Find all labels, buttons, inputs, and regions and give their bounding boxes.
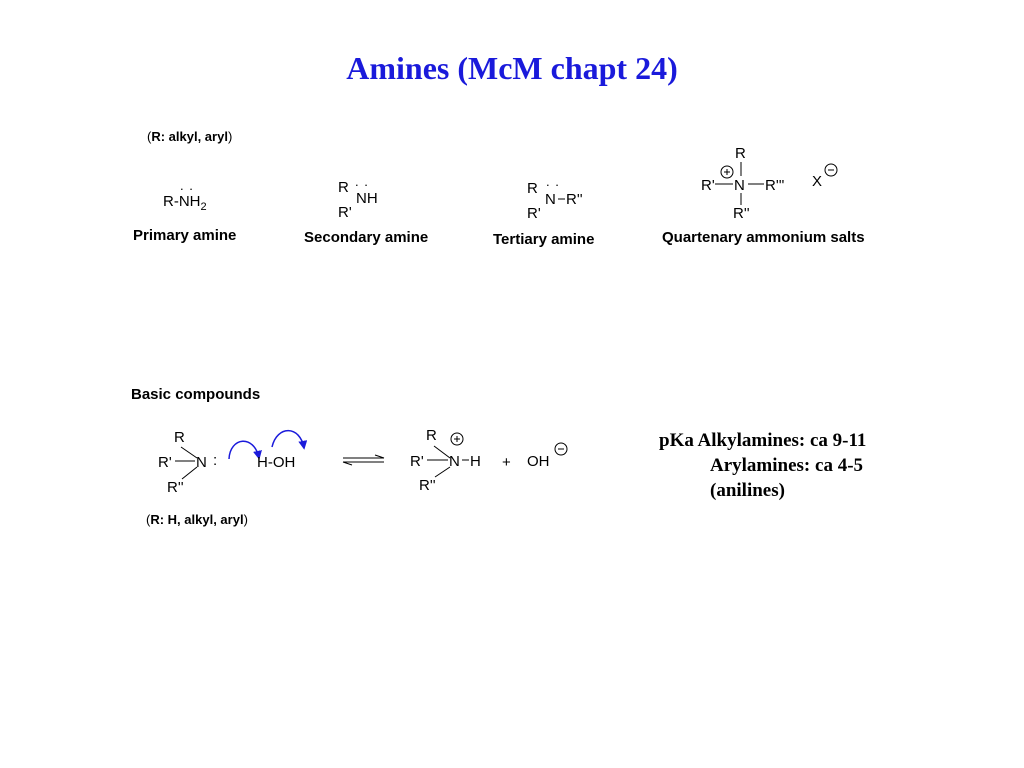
product-h: H bbox=[470, 453, 481, 470]
quaternary-top: R bbox=[735, 145, 746, 162]
note-open-paren: ( bbox=[147, 129, 152, 144]
secondary-r2: R' bbox=[338, 204, 352, 221]
negative-charge-icon bbox=[824, 163, 838, 177]
forward-arrow-head bbox=[374, 454, 385, 459]
bond-line bbox=[433, 445, 451, 459]
pka-line-arylamines: Arylamines: ca 4-5 bbox=[710, 455, 864, 476]
product-center: N bbox=[449, 453, 460, 470]
note-close-paren: ) bbox=[243, 512, 248, 527]
curved-arrow-icon bbox=[228, 440, 262, 460]
reactant-center: N bbox=[196, 454, 207, 471]
note-open-paren: ( bbox=[146, 512, 151, 527]
water-molecule: H-OH bbox=[257, 454, 295, 471]
tertiary-center: N bbox=[545, 191, 556, 208]
page-title: Amines (McM chapt 24) bbox=[346, 50, 678, 86]
primary-amine-formula: R-NH2 bbox=[163, 193, 207, 213]
secondary-amine-label: Secondary amine bbox=[304, 229, 429, 246]
pka-line-alkylamines: pKa Alkylamines: ca 9-11 bbox=[659, 430, 867, 451]
curved-arrow-icon bbox=[271, 430, 308, 450]
product-bottom: R'' bbox=[419, 477, 436, 494]
primary-amine-label: Primary amine bbox=[133, 227, 237, 244]
pka-block: pKa Alkylamines: ca 9-11 Arylamines: ca … bbox=[659, 428, 866, 503]
negative-charge-icon bbox=[554, 442, 568, 456]
note-text: R: alkyl, aryl bbox=[151, 129, 228, 144]
lone-pair-dots: . . bbox=[180, 178, 194, 193]
tertiary-r1: R bbox=[527, 180, 538, 197]
reactant-top: R bbox=[174, 429, 185, 446]
tertiary-r3: R'' bbox=[566, 191, 583, 208]
tertiary-amine-label: Tertiary amine bbox=[493, 231, 595, 248]
bond-line bbox=[181, 466, 198, 480]
quaternary-right: R''' bbox=[765, 177, 785, 194]
equilibrium-arrow-icon bbox=[342, 454, 385, 466]
tertiary-r2: R' bbox=[527, 205, 541, 222]
hydroxide: OH bbox=[527, 453, 550, 470]
counterion: X bbox=[812, 173, 822, 190]
reactant-left: R' bbox=[158, 454, 172, 471]
product-left: R' bbox=[410, 453, 424, 470]
note-text: R: H, alkyl, aryl bbox=[150, 512, 244, 527]
secondary-amine-structure: R . . NH R' bbox=[338, 174, 378, 221]
primary-subscript: 2 bbox=[201, 201, 207, 213]
r-definition-note: (R: alkyl, aryl) bbox=[147, 129, 232, 144]
reactant-amine-structure: R R' N : R'' bbox=[158, 429, 217, 496]
secondary-r1: R bbox=[338, 179, 349, 196]
tertiary-amine-structure: R . . N R'' R' bbox=[527, 174, 583, 222]
reactant-bottom: R'' bbox=[167, 479, 184, 496]
bond-line bbox=[434, 466, 451, 478]
quaternary-center: N bbox=[734, 177, 745, 194]
lone-pair-dots: . . bbox=[355, 174, 369, 189]
lone-pair-side: : bbox=[213, 452, 217, 469]
quaternary-ammonium-structure: R R' N R''' R'' X bbox=[701, 145, 838, 222]
quaternary-left: R' bbox=[701, 177, 715, 194]
positive-charge-icon bbox=[720, 165, 734, 179]
note-close-paren: ) bbox=[227, 129, 233, 144]
primary-group: R-NH bbox=[163, 193, 201, 210]
plus-sign: + bbox=[502, 454, 511, 471]
r-definition-note-2: (R: H, alkyl, aryl) bbox=[146, 512, 248, 527]
pka-line-anilines: (anilines) bbox=[710, 480, 785, 501]
secondary-center: NH bbox=[356, 190, 378, 207]
lone-pair-dots: . . bbox=[546, 174, 560, 189]
primary-amine-structure: . . R-NH2 bbox=[163, 178, 207, 213]
positive-charge-icon bbox=[450, 432, 464, 446]
quaternary-bottom: R'' bbox=[733, 205, 750, 222]
product-ammonium-structure: R R' N H R'' + OH bbox=[410, 427, 568, 494]
bond-line bbox=[180, 446, 198, 459]
quaternary-ammonium-label: Quartenary ammonium salts bbox=[662, 229, 865, 246]
product-top: R bbox=[426, 427, 437, 444]
reverse-arrow-head bbox=[342, 461, 353, 466]
basic-compounds-heading: Basic compounds bbox=[131, 386, 261, 403]
